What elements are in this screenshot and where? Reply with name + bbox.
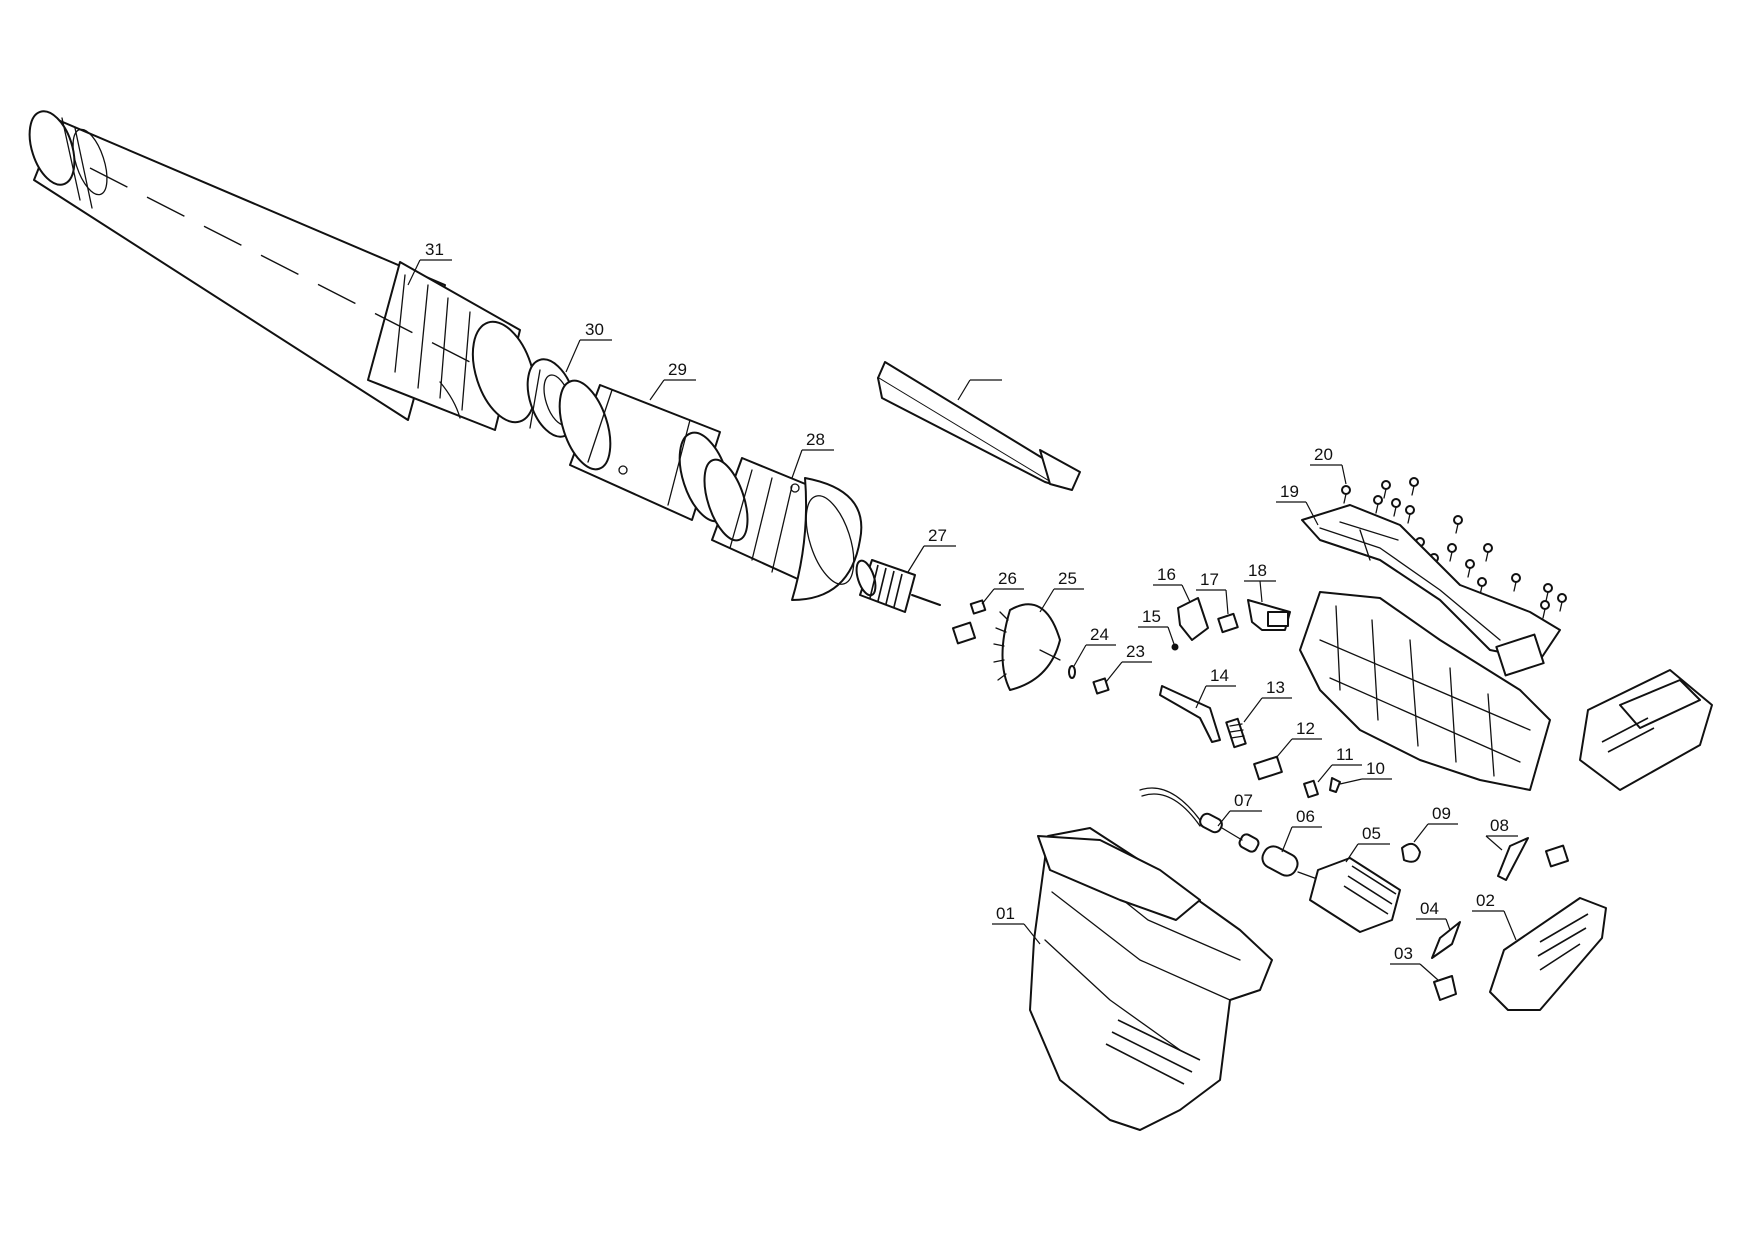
- part-19-handle-half: [1301, 504, 1561, 677]
- main-body-housing: [1299, 591, 1551, 791]
- callout-13: 13: [1243, 678, 1292, 723]
- callout-02: 02: [1472, 891, 1517, 941]
- part-31-strip: [877, 361, 1081, 491]
- callout-label: 11: [1336, 745, 1354, 764]
- callout-12: 12: [1275, 719, 1322, 759]
- callout-label: 04: [1420, 899, 1439, 918]
- callout-19: 19: [1276, 482, 1319, 526]
- callout-09: 09: [1413, 804, 1458, 843]
- callout-04: 04: [1416, 899, 1451, 931]
- callout-22: 23: [1105, 642, 1152, 683]
- part-10-screw: [1329, 777, 1341, 793]
- callout-label: 07: [1234, 791, 1253, 810]
- callout-label: 28: [806, 430, 825, 449]
- callout-label: 12: [1296, 719, 1315, 738]
- callout-23: 24: [1073, 625, 1116, 667]
- part-04-strip: [1431, 921, 1461, 959]
- part-02-cover: [1489, 897, 1607, 1011]
- callout-label: 02: [1476, 891, 1495, 910]
- callout-08: 08: [1485, 816, 1518, 851]
- callout-26: 27: [907, 526, 956, 573]
- part-13-spring: [1225, 717, 1247, 749]
- part-05-controller: [1309, 857, 1401, 933]
- callout-20: 20: [1310, 445, 1347, 485]
- callout-30: 31: [407, 240, 452, 286]
- callout-label: 16: [1157, 565, 1176, 584]
- part-08-latch: [1497, 837, 1570, 881]
- part-14-trigger: [1159, 685, 1221, 743]
- part-01-housing-shell: [1029, 827, 1273, 1131]
- part-24-fan: [993, 603, 1061, 691]
- callout-label: 03: [1394, 944, 1413, 963]
- callout-28: 29: [649, 360, 696, 401]
- callout-label: 10: [1366, 759, 1385, 778]
- part-18-switch-block: [1247, 599, 1291, 631]
- callout-label: 29: [668, 360, 687, 379]
- tube-axis-line: [89, 167, 471, 363]
- callout-label: 30: [585, 320, 604, 339]
- callout-label: 17: [1200, 570, 1219, 589]
- part-27-intake-housing: [703, 457, 863, 601]
- part-09-cap: [1401, 842, 1421, 863]
- callout-label: 24: [1090, 625, 1109, 644]
- callout-01: 01: [992, 904, 1041, 945]
- callout-label: 31: [425, 240, 444, 259]
- part-06-ferrite: [1261, 845, 1321, 881]
- battery-pack: [1579, 669, 1713, 791]
- callout-label: 15: [1142, 607, 1161, 626]
- part-07-cable: [1139, 787, 1260, 853]
- callout-label: 14: [1210, 666, 1229, 685]
- callout-06: 06: [1281, 807, 1322, 853]
- callout-label: 25: [1058, 569, 1077, 588]
- part-11-spring: [1303, 779, 1319, 799]
- callout-label: 19: [1280, 482, 1299, 501]
- callout-label: 13: [1266, 678, 1285, 697]
- callout-16: 16: [1153, 565, 1191, 603]
- callout-24: 25: [1039, 569, 1084, 613]
- part-23-washer: [1068, 665, 1076, 679]
- callout-label: 20: [1314, 445, 1333, 464]
- callout-label: 08: [1490, 816, 1509, 835]
- callout-label: 01: [996, 904, 1015, 923]
- callout-25: 26: [981, 569, 1024, 605]
- callout-label: 23: [1126, 642, 1145, 661]
- callout-15: 15: [1138, 607, 1175, 645]
- callout-label: 06: [1296, 807, 1315, 826]
- callout-10: 10: [1339, 759, 1392, 785]
- callout-11: 11: [1317, 745, 1362, 783]
- part-15-pin: [1171, 643, 1179, 651]
- callout-label: 09: [1432, 804, 1451, 823]
- callout-27: 28: [791, 430, 834, 479]
- part-25-clip: [951, 599, 987, 645]
- callout-31: [957, 379, 1002, 401]
- callout-label: 18: [1248, 561, 1267, 580]
- part-17-connector: [1217, 612, 1239, 634]
- part-26-motor: [855, 559, 941, 613]
- part-03-clip: [1433, 975, 1457, 1001]
- callout-05: 05: [1345, 824, 1390, 863]
- callout-07: 07: [1217, 791, 1262, 827]
- callout-18: 18: [1244, 561, 1276, 603]
- callout-label: 26: [998, 569, 1017, 588]
- part-30-blower-tube: [28, 110, 537, 431]
- part-22-nut: [1092, 677, 1110, 695]
- callout-17: 17: [1196, 570, 1229, 615]
- part-16-bracket: [1177, 597, 1209, 641]
- callout-14: 14: [1195, 666, 1236, 709]
- part-12-button: [1253, 755, 1283, 781]
- callout-label: 05: [1362, 824, 1381, 843]
- callout-29: 30: [565, 320, 612, 373]
- part-28-sleeve: [558, 379, 732, 523]
- callout-03: 03: [1390, 944, 1439, 981]
- callout-label: 27: [928, 526, 947, 545]
